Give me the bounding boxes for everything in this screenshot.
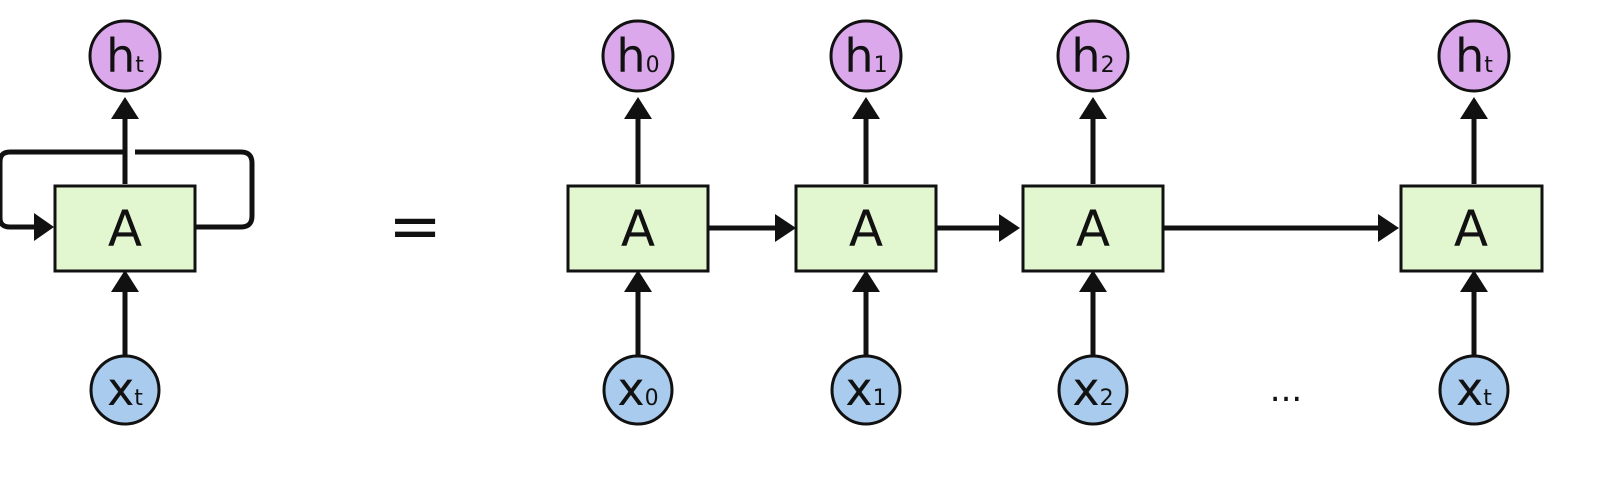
input-circle-t xyxy=(1438,354,1510,426)
time-arrowhead-1 xyxy=(999,214,1020,242)
output-main-2: h xyxy=(1071,29,1100,83)
rolled-output-sub: t xyxy=(135,53,144,78)
rolled-output-node: ht xyxy=(88,19,162,93)
output-main-0: h xyxy=(616,29,645,83)
rolled-output-label: ht xyxy=(106,29,144,83)
input-main-2: x xyxy=(1072,362,1099,416)
cell-label-0: A xyxy=(621,200,655,258)
recurrent-loop-edge-right xyxy=(135,149,255,230)
cell-box-1 xyxy=(794,184,938,273)
output-circle-1 xyxy=(829,19,903,93)
input-label-1: x1 xyxy=(845,362,886,416)
output-label-t: ht xyxy=(1455,29,1493,83)
output-circle-t xyxy=(1437,19,1511,93)
cell-label-t: A xyxy=(1454,200,1488,258)
rolled-input-arrowhead xyxy=(111,270,139,292)
time-arrowhead-2 xyxy=(1378,214,1399,242)
rolled-output-main: h xyxy=(106,29,135,83)
rolled-input-sub: t xyxy=(134,386,143,411)
rolled-rnn: A ht xt xyxy=(0,19,255,426)
input-circle-0 xyxy=(602,354,674,426)
unrolled-cell-1: A h1 x1 xyxy=(794,19,938,426)
sequence-ellipsis: ... xyxy=(1270,370,1302,410)
time-arrowhead-0 xyxy=(775,214,796,242)
unrolled-cell-2: A h2 x2 xyxy=(1021,19,1165,426)
output-main-1: h xyxy=(844,29,873,83)
input-sub-0: 0 xyxy=(645,386,659,411)
cell-box-t xyxy=(1399,184,1544,273)
unrolled-cell-t: A ht xt xyxy=(1399,19,1544,426)
recurrent-loop-edge-left xyxy=(0,149,115,230)
output-arrowhead-0 xyxy=(624,97,652,119)
unrolled-cell-0: A h0 x0 xyxy=(566,19,710,426)
cell-box-0 xyxy=(566,184,710,273)
input-arrowhead-2 xyxy=(1079,270,1107,292)
output-sub-2: 2 xyxy=(1101,53,1115,78)
input-circle-2 xyxy=(1057,354,1129,426)
recurrent-loop-arrowhead xyxy=(34,213,54,241)
output-arrowhead-1 xyxy=(852,97,880,119)
input-main-0: x xyxy=(617,362,644,416)
rolled-input-label: xt xyxy=(107,362,143,416)
cell-label-1: A xyxy=(849,200,883,258)
output-arrowhead-t xyxy=(1460,97,1488,119)
input-circle-1 xyxy=(830,354,902,426)
input-main-1: x xyxy=(845,362,872,416)
unrolled-rnn: A h0 x0 A h1 x1 xyxy=(566,19,1544,426)
input-label-2: x2 xyxy=(1072,362,1113,416)
output-circle-2 xyxy=(1056,19,1130,93)
input-label-t: xt xyxy=(1456,362,1492,416)
input-arrowhead-0 xyxy=(624,270,652,292)
equals-sign: = xyxy=(388,190,442,264)
output-label-1: h1 xyxy=(844,29,887,83)
output-arrowhead-2 xyxy=(1079,97,1107,119)
output-circle-0 xyxy=(601,19,675,93)
input-sub-2: 2 xyxy=(1100,386,1114,411)
rolled-input-node: xt xyxy=(89,354,161,426)
output-sub-t: t xyxy=(1484,53,1493,78)
input-main-t: x xyxy=(1456,362,1483,416)
output-label-0: h0 xyxy=(616,29,659,83)
output-sub-0: 0 xyxy=(646,53,660,78)
rolled-input-main: x xyxy=(107,362,134,416)
rolled-cell-label: A xyxy=(108,200,142,258)
input-arrowhead-1 xyxy=(852,270,880,292)
input-label-0: x0 xyxy=(617,362,658,416)
output-sub-1: 1 xyxy=(874,53,888,78)
input-sub-1: 1 xyxy=(873,386,887,411)
input-arrowhead-t xyxy=(1460,270,1488,292)
input-sub-t: t xyxy=(1483,386,1492,411)
rolled-input-circle xyxy=(89,354,161,426)
cell-label-2: A xyxy=(1076,200,1110,258)
cell-box-2 xyxy=(1021,184,1165,273)
output-label-2: h2 xyxy=(1071,29,1114,83)
output-main-t: h xyxy=(1455,29,1484,83)
rolled-output-circle xyxy=(88,19,162,93)
rolled-output-arrowhead xyxy=(111,97,139,119)
rolled-cell-box xyxy=(53,184,197,273)
